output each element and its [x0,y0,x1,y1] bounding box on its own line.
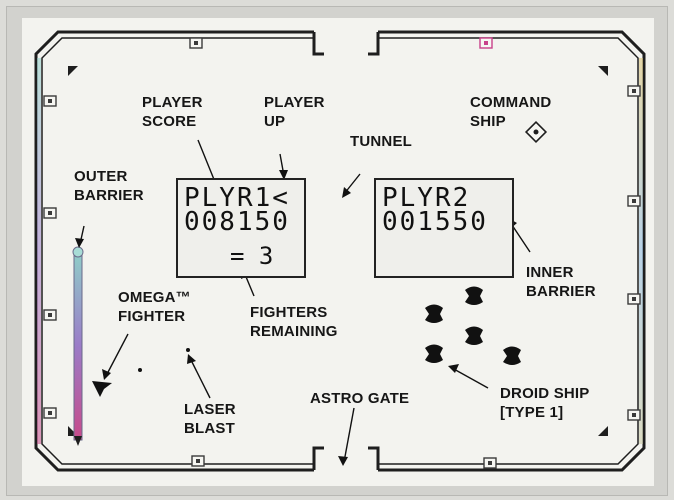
player2-name: PLYR2 [382,183,471,213]
label-droid-ship: DROID SHIP[TYPE 1] [500,385,590,421]
laser-blast-dot [138,368,142,372]
omega-fighter-icon [92,381,112,397]
player1-score-panel: PLYR1< 008150 = 3 [176,178,306,278]
playfield [34,30,646,472]
player2-score-panel: PLYR2 001550 [374,178,514,278]
corner-markers [68,66,608,436]
droid-ship-icon [465,326,483,345]
droid-ship-icon [503,346,521,365]
droid-ships [425,286,521,365]
outer-barrier-bar [73,249,83,441]
callout-arrowheads [75,170,517,466]
wall-marker-dots [48,41,636,465]
command-ship-icon [524,120,548,144]
droid-ship-icon [425,344,443,363]
droid-ship-icon [425,304,443,323]
label-astro-gate: ASTRO GATE [310,390,410,407]
player1-lives: = 3 [230,242,274,270]
outer-barrier-bar-cap [72,246,84,258]
laser-blast-dot [186,348,190,352]
outer-barrier-bar-tip [74,436,82,446]
player1-name: PLYR1< [184,183,290,213]
player2-score: 001550 [382,207,488,237]
player1-score: 008150 [184,207,290,237]
label-tunnel: TUNNEL [350,133,413,150]
outer-wall-inner-line [41,37,639,465]
outer-barrier-right-glow [639,58,643,444]
droid-ship-icon [465,286,483,305]
outer-barrier-left-glow [37,58,41,444]
outer-wall [34,30,646,472]
